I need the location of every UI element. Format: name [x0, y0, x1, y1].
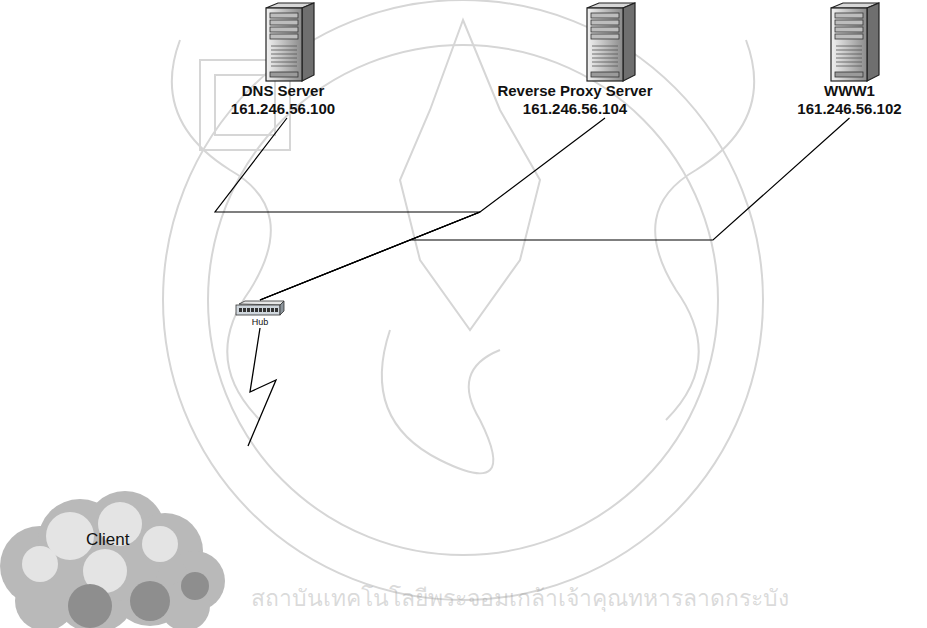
vent-line	[836, 50, 862, 51]
drive-bay	[591, 20, 619, 25]
seal-ring	[208, 45, 718, 555]
vent-line	[836, 62, 862, 63]
server-side	[867, 3, 879, 81]
server-base	[270, 72, 298, 77]
ip-address: 161.246.56.104	[523, 100, 627, 118]
vent-line	[592, 50, 618, 51]
server-icon	[577, 2, 639, 82]
network-cable	[260, 118, 850, 300]
watermark-text: สถาบันเทคโนโลยีพระจอมเกล้าเจ้าคุณทหารลาด…	[251, 580, 789, 616]
drive-bay	[835, 34, 863, 39]
vent-line	[592, 46, 618, 47]
hub-port	[275, 308, 278, 312]
vent-line	[836, 46, 862, 47]
vent-line	[592, 58, 618, 59]
server-icon	[256, 2, 318, 82]
server-node: Reverse Proxy Server161.246.56.104	[480, 2, 670, 118]
server-side	[623, 3, 635, 81]
seal-spire	[400, 20, 540, 330]
hub-port	[255, 308, 258, 312]
vent-line	[836, 54, 862, 55]
server-front	[266, 8, 302, 81]
ip-address: 161.246.56.100	[231, 100, 335, 118]
client-label: Client	[86, 530, 129, 550]
server-icon	[821, 2, 883, 82]
drive-bay	[270, 20, 298, 25]
vent-line	[592, 62, 618, 63]
server-name: Reverse Proxy Server	[497, 82, 652, 100]
seal-ring	[163, 0, 763, 600]
drive-bay	[835, 20, 863, 25]
server-name: WWW1	[824, 82, 875, 100]
seal-ornament	[655, 40, 754, 420]
vent-line	[271, 58, 297, 59]
vent-line	[836, 66, 862, 67]
hub-front	[236, 305, 280, 315]
hub-port	[267, 308, 270, 312]
server-node: WWW1161.246.56.102	[772, 2, 927, 118]
hub-port	[251, 308, 254, 312]
hub-side	[280, 301, 284, 315]
server-front	[831, 8, 867, 81]
server-front	[587, 8, 623, 81]
cloud-highlight	[142, 526, 178, 562]
drive-bay	[591, 27, 619, 32]
hub-icon	[235, 300, 285, 317]
vent-line	[271, 50, 297, 51]
wireless-link	[248, 328, 276, 446]
vent-line	[271, 54, 297, 55]
drive-bay	[270, 34, 298, 39]
ip-address: 161.246.56.102	[797, 100, 901, 118]
hub-port	[259, 308, 262, 312]
hub-port	[243, 308, 246, 312]
seal-naga	[382, 330, 500, 473]
server-side	[302, 3, 314, 81]
cloud-highlight	[22, 546, 58, 582]
hub-label: Hub	[252, 317, 269, 328]
server-base	[835, 72, 863, 77]
server-base	[591, 72, 619, 77]
hub-port	[271, 308, 274, 312]
server-node: DNS Server161.246.56.100	[218, 2, 348, 118]
vent-line	[271, 66, 297, 67]
hub-port	[263, 308, 266, 312]
drive-bay	[270, 13, 298, 18]
hub-node: Hub	[232, 300, 288, 328]
network-cable	[260, 118, 605, 300]
vent-line	[271, 46, 297, 47]
drive-bay	[835, 27, 863, 32]
drive-bay	[591, 34, 619, 39]
cloud-shadow	[68, 584, 112, 628]
vent-line	[592, 66, 618, 67]
vent-line	[592, 54, 618, 55]
cloud-shadow	[181, 572, 209, 600]
hub-top	[239, 301, 284, 305]
drive-bay	[270, 27, 298, 32]
server-name: DNS Server	[242, 82, 325, 100]
drive-bay	[835, 13, 863, 18]
hub-port	[247, 308, 250, 312]
cloud-shadow	[130, 581, 170, 621]
vent-line	[836, 58, 862, 59]
hub-port	[239, 308, 242, 312]
client-cloud: Client	[0, 446, 228, 628]
network-cable	[215, 118, 480, 300]
vent-line	[271, 62, 297, 63]
drive-bay	[591, 13, 619, 18]
